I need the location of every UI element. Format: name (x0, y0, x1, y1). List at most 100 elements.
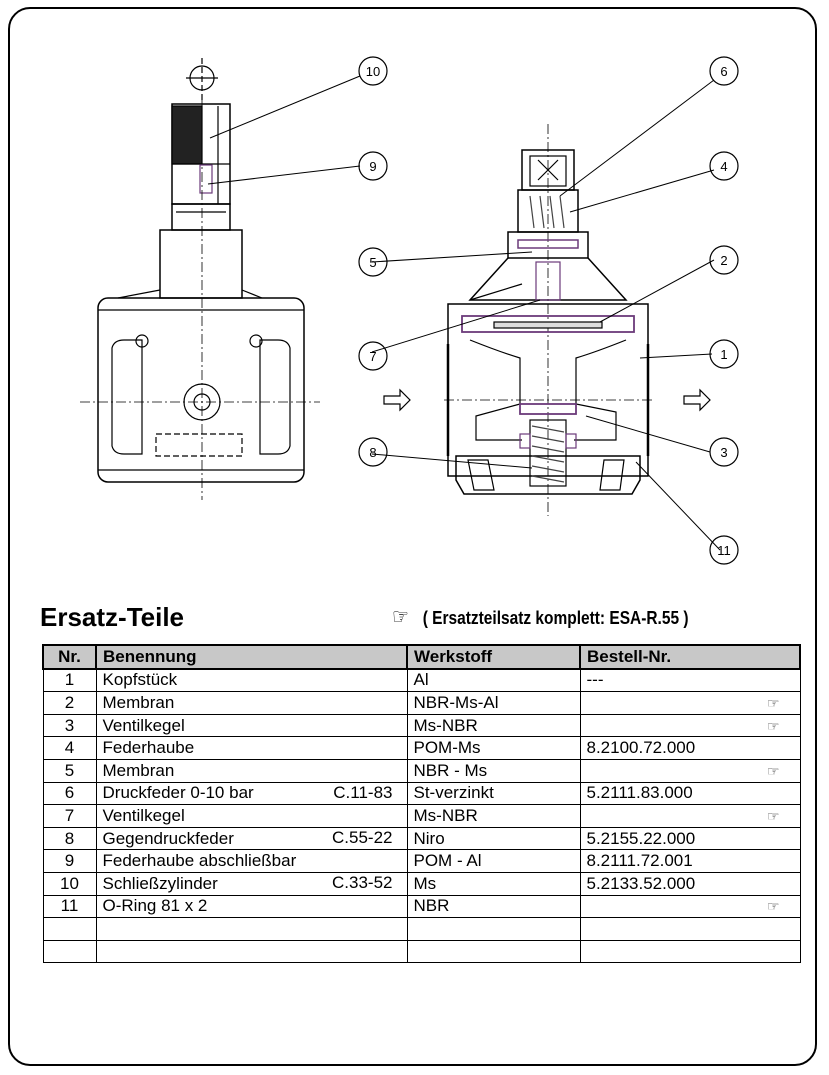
cell-nr: 9 (42, 849, 97, 873)
callouts: 10 9 6 4 5 2 7 1 8 3 11 (358, 56, 739, 565)
cell-bestell-nr: ☞ (579, 758, 801, 783)
cell-nr: 8 (42, 826, 97, 851)
part-name: Ventilkegel (102, 715, 185, 735)
cell-benennung: Kopfstück (95, 668, 408, 693)
callout-5: 5 (358, 247, 388, 277)
empty-cell (42, 917, 97, 941)
part-name: O-Ring 81 x 2 (102, 896, 208, 916)
cell-benennung: Membran (95, 691, 408, 715)
cell-bestell-nr: 5.2133.52.000 (579, 871, 801, 896)
cell-nr: 5 (42, 758, 97, 783)
empty-row (42, 917, 801, 941)
cell-werkstoff: Ms-NBR (406, 804, 581, 828)
cell-werkstoff: NBR - Ms (406, 758, 581, 783)
pointing-hand-icon: ☞ (766, 762, 780, 779)
header-bestell-nr: Bestell-Nr. (579, 644, 801, 670)
cell-bestell-nr: ☞ (579, 691, 801, 715)
header-nr: Nr. (42, 644, 97, 670)
cell-bestell-nr: ☞ (579, 894, 801, 919)
header-benennung: Benennung (95, 644, 408, 670)
pointing-hand-icon: ☞ (766, 807, 780, 824)
empty-cell (579, 939, 801, 964)
svg-text:4: 4 (720, 159, 727, 174)
section-view (383, 124, 711, 516)
header-werkstoff: Werkstoff (406, 644, 581, 670)
cell-nr: 7 (42, 804, 97, 828)
part-name: Schließzylinder (102, 873, 218, 893)
cell-werkstoff: Niro (406, 826, 581, 851)
part-name: Membran (102, 760, 175, 780)
cell-benennung: Federhaube abschließbar (95, 849, 408, 873)
callout-10: 10 (358, 56, 388, 86)
empty-cell (579, 917, 801, 941)
callout-3: 3 (709, 437, 739, 467)
table-header-row: Nr. Benennung Werkstoff Bestell-Nr. (42, 644, 801, 670)
cell-benennung: Ventilkegel (95, 804, 408, 828)
cell-werkstoff: NBR-Ms-Al (406, 691, 581, 715)
svg-text:9: 9 (369, 159, 376, 174)
cell-nr: 3 (42, 713, 97, 738)
cell-bestell-nr: 5.2155.22.000 (579, 826, 801, 851)
cell-bestell-nr: 8.2111.72.001 (579, 849, 801, 873)
cell-werkstoff: Ms (406, 871, 581, 896)
section-title: Ersatz-Teile (40, 602, 185, 632)
pointing-hand-icon: ☞ (766, 717, 780, 734)
cell-benennung: Ventilkegel (95, 713, 408, 738)
svg-text:2: 2 (720, 253, 727, 268)
svg-text:10: 10 (366, 64, 380, 79)
cell-werkstoff: POM - Al (406, 849, 581, 873)
callout-4: 4 (709, 151, 739, 181)
cell-bestell-nr: 8.2100.72.000 (579, 736, 801, 760)
svg-text:7: 7 (369, 349, 376, 364)
cell-benennung: Membran (95, 758, 408, 783)
empty-cell (95, 917, 408, 941)
exterior-view (80, 58, 320, 500)
cell-nr: 1 (42, 668, 97, 693)
empty-cell (406, 939, 581, 964)
callout-6: 6 (709, 56, 739, 86)
svg-text:1: 1 (720, 347, 727, 362)
cell-nr: 4 (42, 736, 97, 760)
part-name: Ventilkegel (102, 805, 185, 825)
catalog-code: C.11-83 (333, 782, 393, 802)
svg-text:6: 6 (720, 64, 727, 79)
leader-lines (207, 75, 721, 551)
cell-nr: 6 (42, 781, 97, 806)
empty-cell (95, 939, 408, 964)
callout-11: 11 (709, 535, 739, 565)
callout-7: 7 (358, 341, 388, 371)
pointing-hand-icon: ☞ (392, 604, 409, 629)
cell-nr: 10 (42, 871, 97, 896)
table-row: 7 Ventilkegel Ms-NBR ☞ (42, 804, 801, 828)
svg-text:8: 8 (369, 445, 376, 460)
cell-bestell-nr: 5.2111.83.000 (579, 781, 801, 806)
cell-nr: 2 (42, 691, 97, 715)
empty-row (42, 939, 801, 964)
cell-bestell-nr: --- (579, 668, 801, 693)
part-name: Druckfeder 0-10 bar (102, 783, 254, 803)
part-name: Gegendruckfeder (102, 828, 234, 848)
callout-8: 8 (358, 437, 388, 467)
cell-bestell-nr: ☞ (579, 804, 801, 828)
cell-benennung: Gegendruckfeder C.55-22 (95, 826, 408, 851)
callout-1: 1 (709, 339, 739, 369)
cell-bestell-nr: ☞ (579, 713, 801, 738)
svg-text:3: 3 (720, 445, 727, 460)
cell-werkstoff: St-verzinkt (406, 781, 581, 806)
technical-drawing: 10 9 6 4 5 2 7 1 8 3 11 (80, 56, 739, 565)
cell-nr: 11 (42, 894, 97, 919)
catalog-code: C.55-22 (332, 827, 393, 847)
cell-benennung: Federhaube (95, 736, 408, 760)
cell-benennung: Druckfeder 0-10 bar C.11-83 (95, 781, 408, 806)
